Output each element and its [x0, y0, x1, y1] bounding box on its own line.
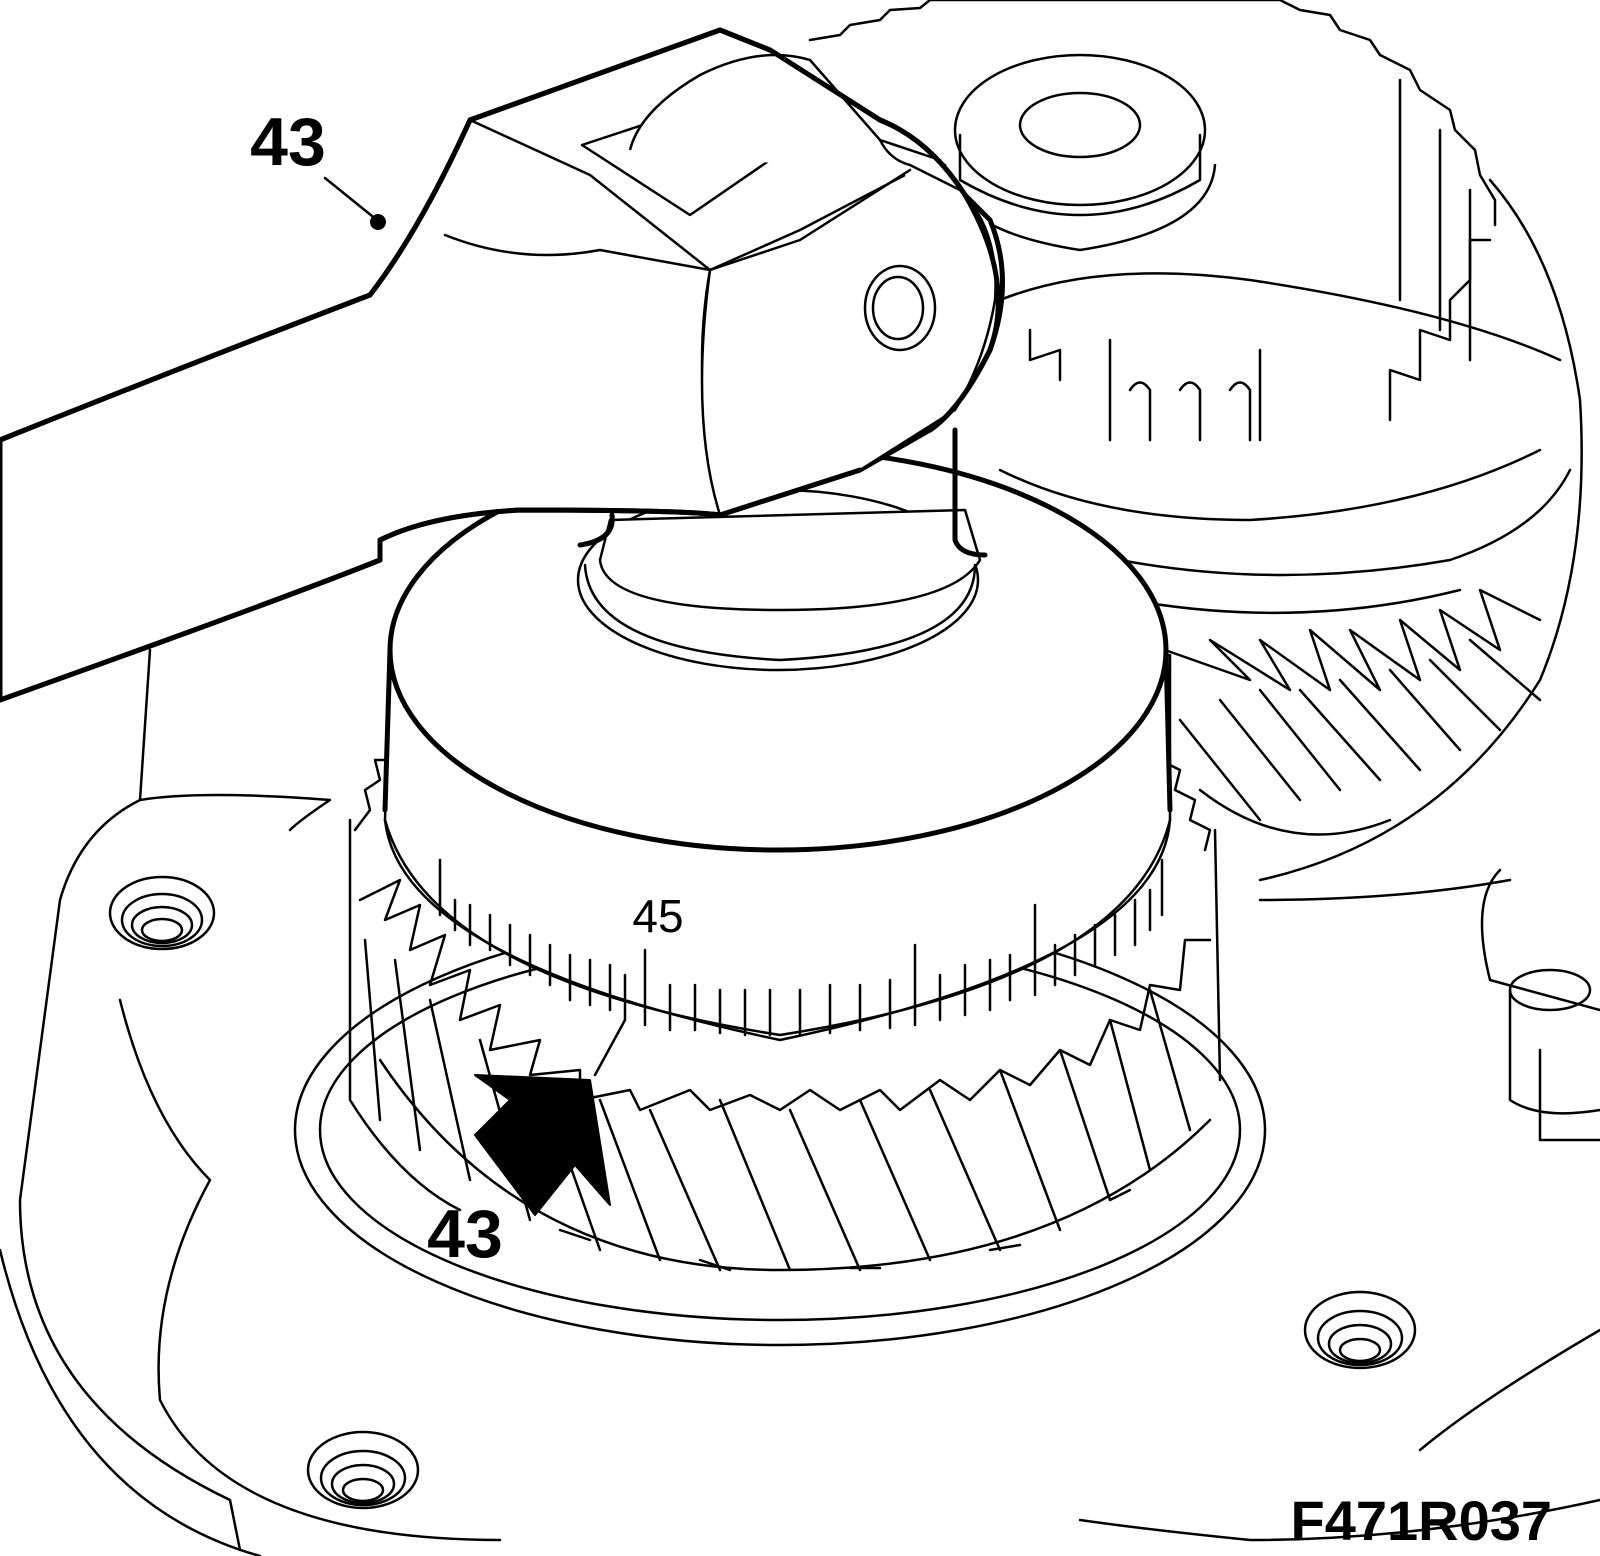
bolt-hole-bottom-right: [1303, 1290, 1417, 1370]
scale-number: 45: [632, 890, 683, 942]
ratchet-wrench: [0, 27, 1005, 703]
socket-extension: [577, 427, 988, 662]
gearbox-housing: [0, 648, 1600, 1556]
bolt-hole-left: [108, 875, 216, 951]
scale-ticks: [438, 858, 1164, 1037]
callout-top: 43: [250, 104, 386, 230]
arrow-icon: [474, 1074, 611, 1216]
callout-top-label: 43: [250, 104, 326, 180]
bolt-hole-bottom-left: [306, 1430, 420, 1510]
lower-gear: [293, 758, 1267, 1347]
figure-code: F471R037: [1290, 1489, 1552, 1552]
callout-bottom-label: 43: [427, 1196, 503, 1272]
